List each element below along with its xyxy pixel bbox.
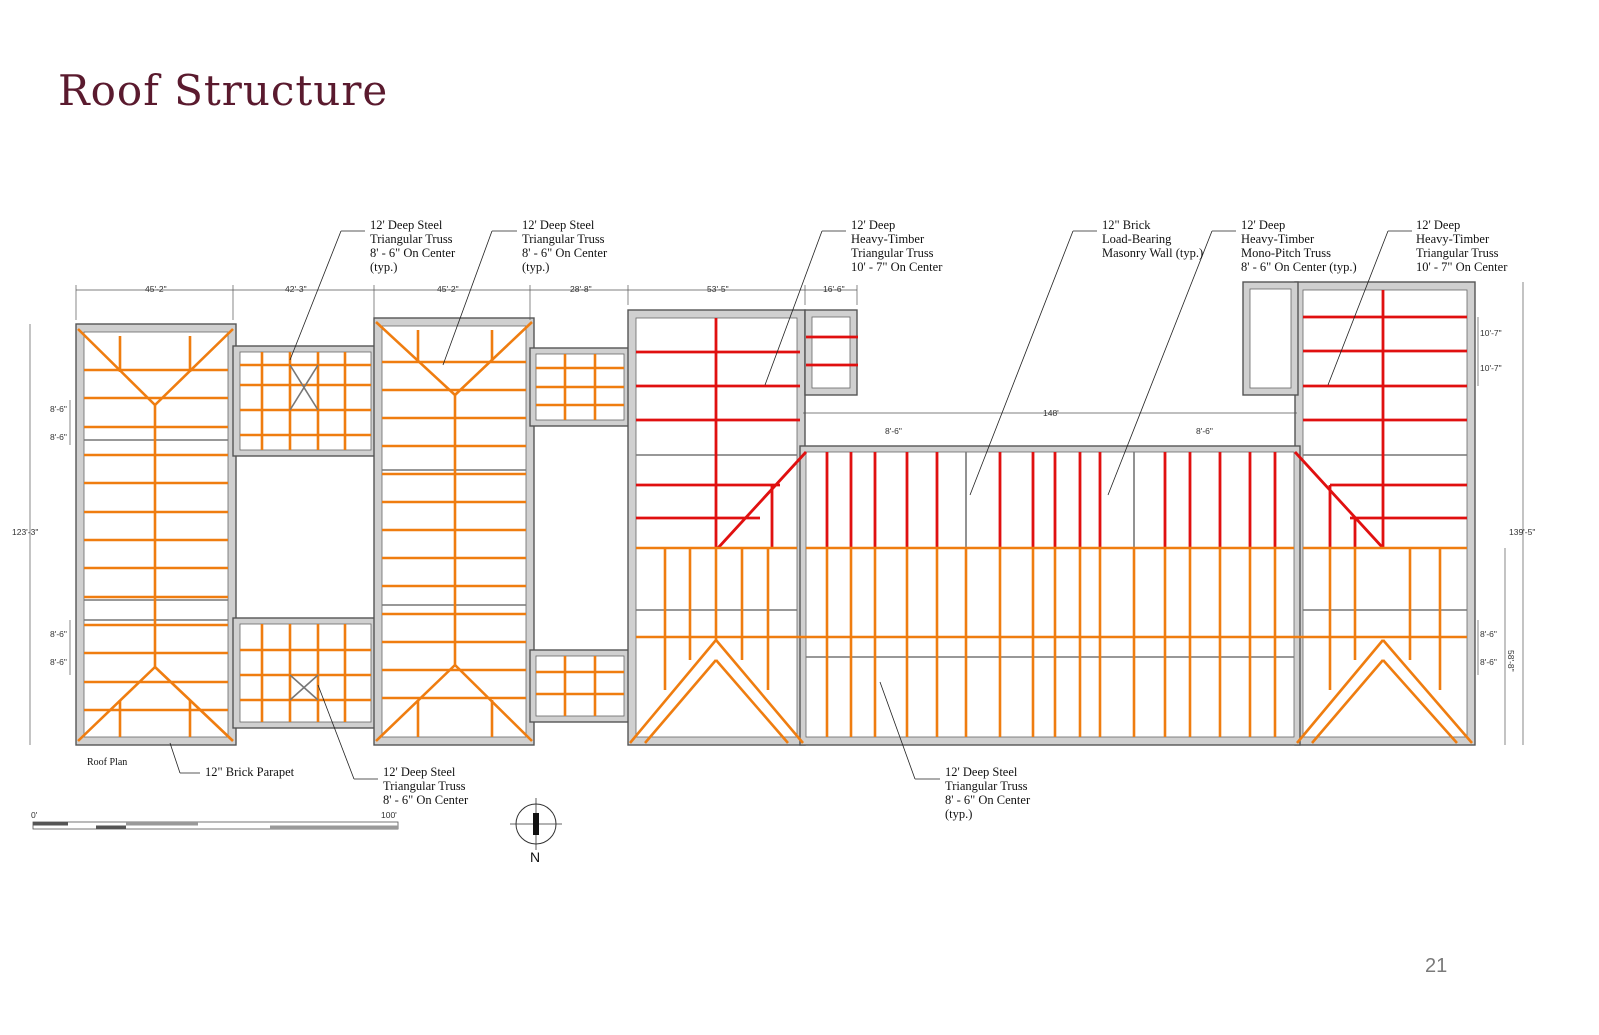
dim-top-4: 28'-8" — [570, 284, 592, 294]
dim-right-bot-overall: 58'-8" — [1506, 650, 1516, 672]
callout-steel-2: 12' Deep Steel Triangular Truss 8' - 6" … — [522, 218, 608, 274]
callout-timber-2: 12' Deep Heavy-Timber Triangular Truss 1… — [1416, 218, 1508, 274]
callout-line: 12' Deep Steel — [522, 218, 595, 232]
callout-line: 10' - 7" On Center — [851, 260, 943, 274]
callout-line: Mono-Pitch Truss — [1241, 246, 1331, 260]
callout-line: Heavy-Timber — [1416, 232, 1490, 246]
dim-left-top-a: 8'-6" — [50, 404, 67, 414]
dim-center-b: 8'-6" — [1196, 426, 1213, 436]
dim-right-top-a: 10'-7" — [1480, 328, 1502, 338]
page-number: 21 — [1425, 955, 1448, 977]
callout-line: Triangular Truss — [851, 246, 934, 260]
north-label: N — [530, 849, 540, 865]
dim-center-a: 8'-6" — [885, 426, 902, 436]
dim-center-span: 148' — [1043, 408, 1059, 418]
callout-parapet: 12" Brick Parapet — [205, 765, 295, 779]
callout-steel-3: 12' Deep Steel Triangular Truss 8' - 6" … — [383, 765, 469, 807]
callout-line: (typ.) — [945, 807, 972, 821]
steel-trusses — [629, 546, 1473, 744]
callout-line: 12' Deep — [1416, 218, 1460, 232]
dim-top-6: 16'-6" — [823, 284, 845, 294]
callout-line: Heavy-Timber — [1241, 232, 1315, 246]
callout-line: Triangular Truss — [370, 232, 453, 246]
dim-left-bot-b: 8'-6" — [50, 657, 67, 667]
callout-line: 10' - 7" On Center — [1416, 260, 1508, 274]
connector-bc — [529, 347, 631, 723]
callout-steel-4: 12' Deep Steel Triangular Truss 8' - 6" … — [945, 765, 1031, 821]
main-hall — [627, 281, 1476, 746]
roof-plan-label: Roof Plan — [87, 757, 127, 768]
callout-line: Heavy-Timber — [851, 232, 925, 246]
callout-line: 12' Deep — [851, 218, 895, 232]
callout-steel-1: 12' Deep Steel Triangular Truss 8' - 6" … — [370, 218, 456, 274]
callout-line: Masonry Wall (typ.) — [1102, 246, 1203, 260]
callout-line: 8' - 6" On Center — [370, 246, 456, 260]
block-b-trusses — [375, 321, 533, 742]
callout-line: 12" Brick — [1102, 218, 1151, 232]
dim-right-top-b: 10'-7" — [1480, 363, 1502, 373]
callout-line: 12' Deep Steel — [383, 765, 456, 779]
block-a — [75, 323, 237, 746]
dim-right-bot-a: 8'-6" — [1480, 629, 1497, 639]
dim-top-1: 45'-2" — [145, 284, 167, 294]
dim-top-3: 45'-2" — [437, 284, 459, 294]
callout-line: 12' Deep Steel — [945, 765, 1018, 779]
callout-line: 12' Deep — [1241, 218, 1285, 232]
callout-line: (typ.) — [522, 260, 549, 274]
dim-right-bot-b: 8'-6" — [1480, 657, 1497, 667]
block-a-trusses — [77, 328, 234, 742]
callout-line: Triangular Truss — [383, 779, 466, 793]
callout-line: Triangular Truss — [1416, 246, 1499, 260]
scale-bar: 0' 100' — [31, 810, 399, 830]
north-arrow-icon — [510, 798, 562, 850]
dim-left-bot-a: 8'-6" — [50, 629, 67, 639]
block-b — [373, 317, 535, 746]
timber-trusses — [636, 290, 1467, 549]
leader-lines — [169, 230, 1412, 780]
connector-ab — [232, 345, 379, 729]
dim-left-top-b: 8'-6" — [50, 432, 67, 442]
callout-line: 8' - 6" On Center (typ.) — [1241, 260, 1357, 274]
callout-line: Triangular Truss — [945, 779, 1028, 793]
callout-line: 8' - 6" On Center — [945, 793, 1031, 807]
callout-line: 8' - 6" On Center — [383, 793, 469, 807]
callout-line: Load-Bearing — [1102, 232, 1172, 246]
scale-start: 0' — [31, 810, 38, 820]
scale-end: 100' — [381, 810, 397, 820]
callout-line: 12' Deep Steel — [370, 218, 443, 232]
callout-line: (typ.) — [370, 260, 397, 274]
callout-line: 8' - 6" On Center — [522, 246, 608, 260]
callout-masonry: 12" Brick Load-Bearing Masonry Wall (typ… — [1102, 218, 1203, 260]
callout-timber-1: 12' Deep Heavy-Timber Triangular Truss 1… — [851, 218, 943, 274]
dimension-lines — [29, 282, 1524, 745]
dim-top-2: 42'-3" — [285, 284, 307, 294]
dim-left-overall: 123'-3" — [12, 527, 38, 537]
dim-right-overall: 139'-5" — [1509, 527, 1535, 537]
callout-monopitch: 12' Deep Heavy-Timber Mono-Pitch Truss 8… — [1241, 218, 1357, 274]
callout-line: Triangular Truss — [522, 232, 605, 246]
dim-top-5: 53'-5" — [707, 284, 729, 294]
page-title: Roof Structure — [58, 66, 389, 115]
